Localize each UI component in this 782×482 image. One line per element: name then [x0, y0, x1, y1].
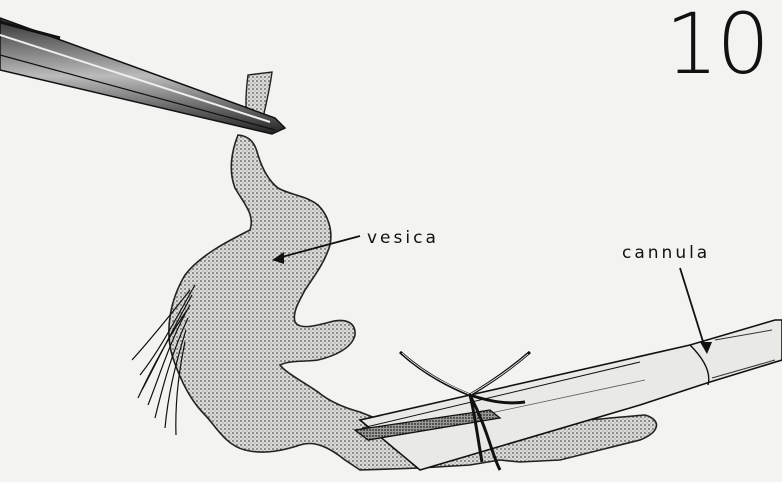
- cannula-leader: [680, 268, 705, 348]
- label-cannula: cannula: [622, 243, 710, 263]
- figure-number: 10: [665, 2, 768, 86]
- forceps: [0, 18, 285, 134]
- label-vesica: vesica: [367, 228, 439, 248]
